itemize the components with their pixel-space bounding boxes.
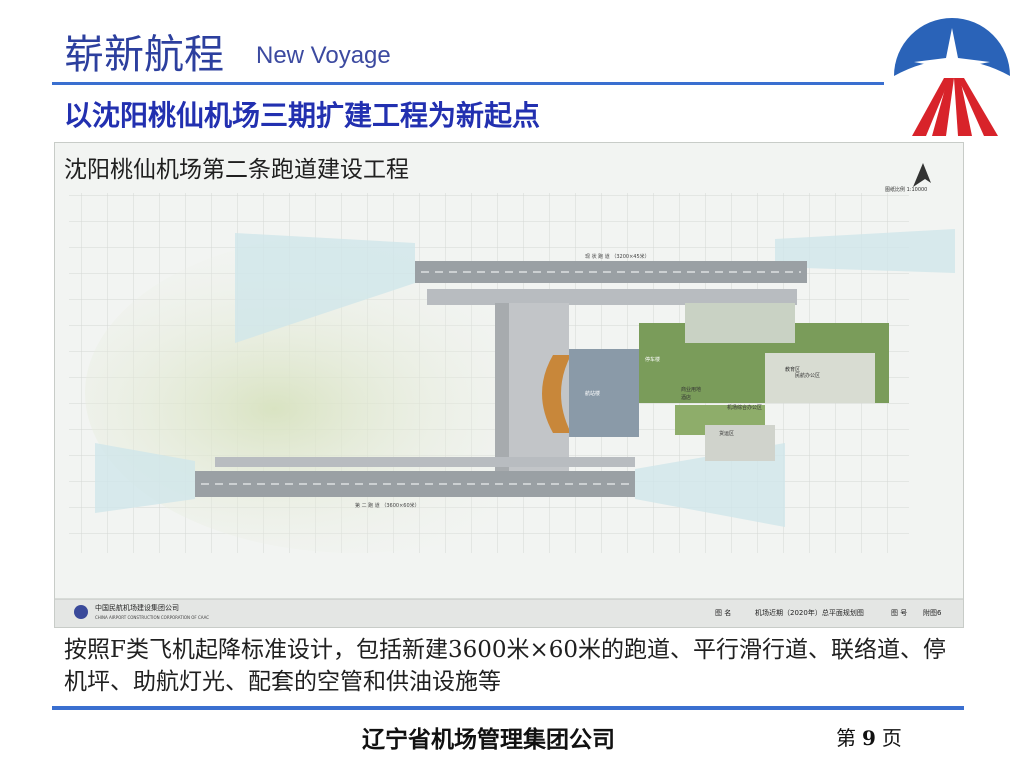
page-title: 崭新航程 xyxy=(64,32,224,78)
zone-label: 货运区 xyxy=(719,430,734,437)
title-block-org: 中国民航机场建设集团公司 xyxy=(95,603,179,612)
zone-label: 民航办公区 xyxy=(795,372,820,379)
zone-label: 机场综合办公区 xyxy=(727,404,762,411)
page-prefix: 第 xyxy=(836,726,856,750)
title-block-name-label: 图 名 xyxy=(715,608,731,617)
page-title-english: New Voyage xyxy=(256,42,391,69)
footer-company: 辽宁省机场管理集团公司 xyxy=(362,727,615,753)
caac-logo-icon xyxy=(74,605,88,619)
map-scale-label: 图纸比例 1:10000 xyxy=(885,186,927,193)
north-arrow-icon xyxy=(913,163,931,187)
project-description: 按照F类飞机起降标准设计，包括新建3600米×60米的跑道、平行滑行道、联络道、… xyxy=(64,637,947,695)
zone-label: 商业用地 xyxy=(681,386,701,393)
page-number-value: 9 xyxy=(862,726,876,750)
slide-subtitle: 以沈阳桃仙机场三期扩建工程为新起点 xyxy=(64,99,541,132)
zone-label: 教育区 xyxy=(785,366,800,373)
airport-master-plan-map: 现 状 跑 道 （3200×45米） 第 二 跑 道 （3600×60米） 教育… xyxy=(54,142,964,628)
zone-label: 停车楼 xyxy=(645,356,660,363)
airport-group-logo-icon xyxy=(894,18,1010,138)
title-block-number-value: 附图6 xyxy=(923,608,942,617)
header-divider xyxy=(52,82,884,85)
runway-second-label: 第 二 跑 道 （3600×60米） xyxy=(355,502,420,509)
title-block-org-en: CHINA AIRPORT CONSTRUCTION CORPORATION O… xyxy=(95,615,209,620)
runway-existing-label: 现 状 跑 道 （3200×45米） xyxy=(585,253,650,260)
footer-divider xyxy=(52,706,964,710)
zone-label: 航站楼 xyxy=(585,390,600,397)
title-block-name-value: 机场近期（2020年）总平面规划图 xyxy=(755,608,864,617)
map-caption: 沈阳桃仙机场第二条跑道建设工程 xyxy=(64,157,409,183)
page-suffix: 页 xyxy=(881,726,902,750)
title-block-number-label: 图 号 xyxy=(891,609,907,617)
zone-label: 酒店 xyxy=(681,394,691,401)
master-plan-drawing: 现 状 跑 道 （3200×45米） 第 二 跑 道 （3600×60米） 教育… xyxy=(55,163,963,627)
